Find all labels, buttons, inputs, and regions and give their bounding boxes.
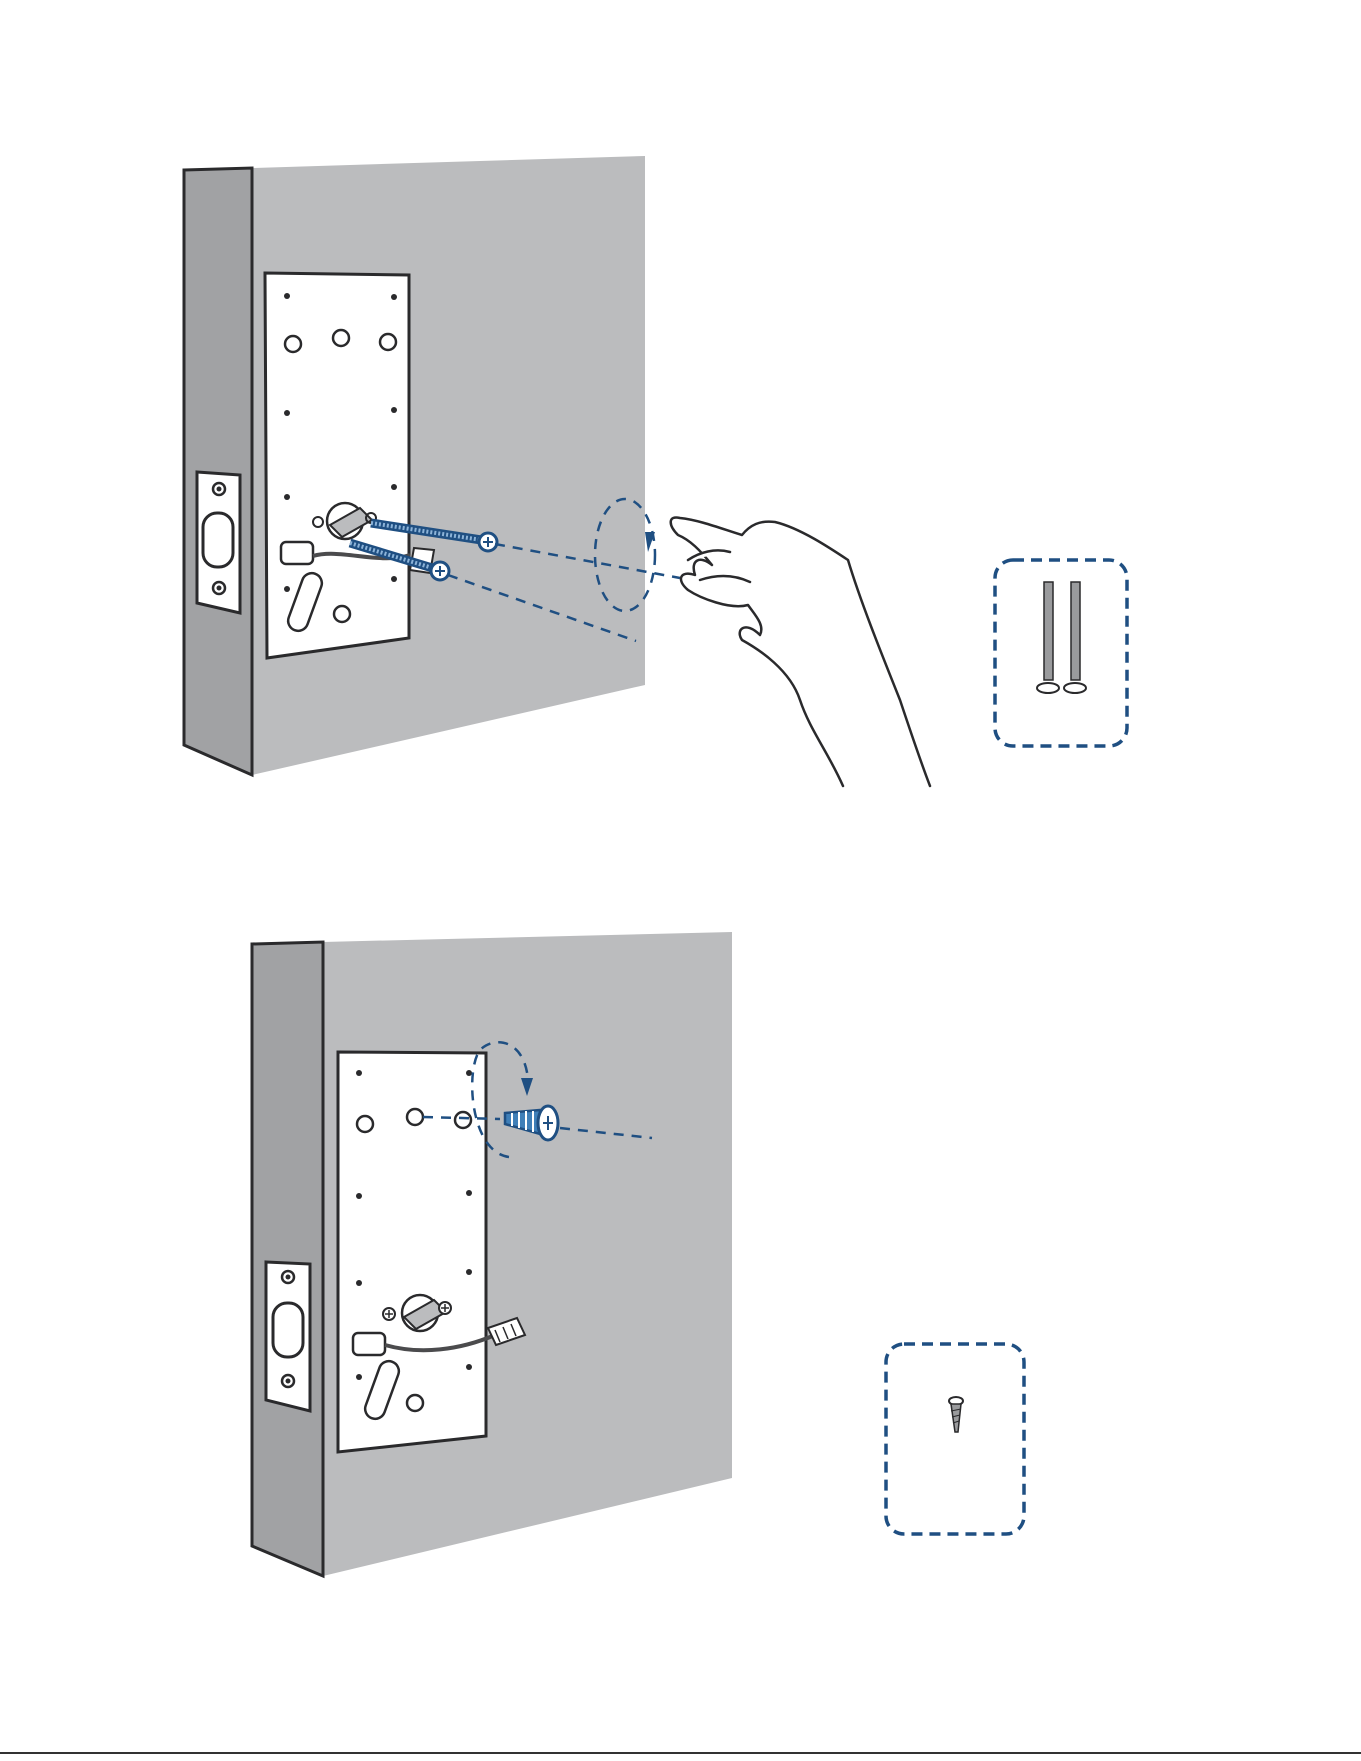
step-1-illustration xyxy=(0,0,1361,830)
door-edge xyxy=(252,942,323,1576)
hand-icon xyxy=(671,517,930,786)
latch-faceplate xyxy=(266,1262,310,1411)
rotation-arrow-icon xyxy=(645,532,655,552)
parts-box-step-2 xyxy=(886,1344,1024,1534)
parts-box-step-1 xyxy=(995,560,1127,746)
latch-faceplate xyxy=(197,472,240,613)
door xyxy=(184,156,645,775)
step-2-illustration xyxy=(0,830,1361,1761)
door xyxy=(252,932,732,1576)
mounting-plate xyxy=(265,273,434,658)
page-footer-text xyxy=(1141,1754,1321,1761)
door-edge xyxy=(184,168,252,775)
